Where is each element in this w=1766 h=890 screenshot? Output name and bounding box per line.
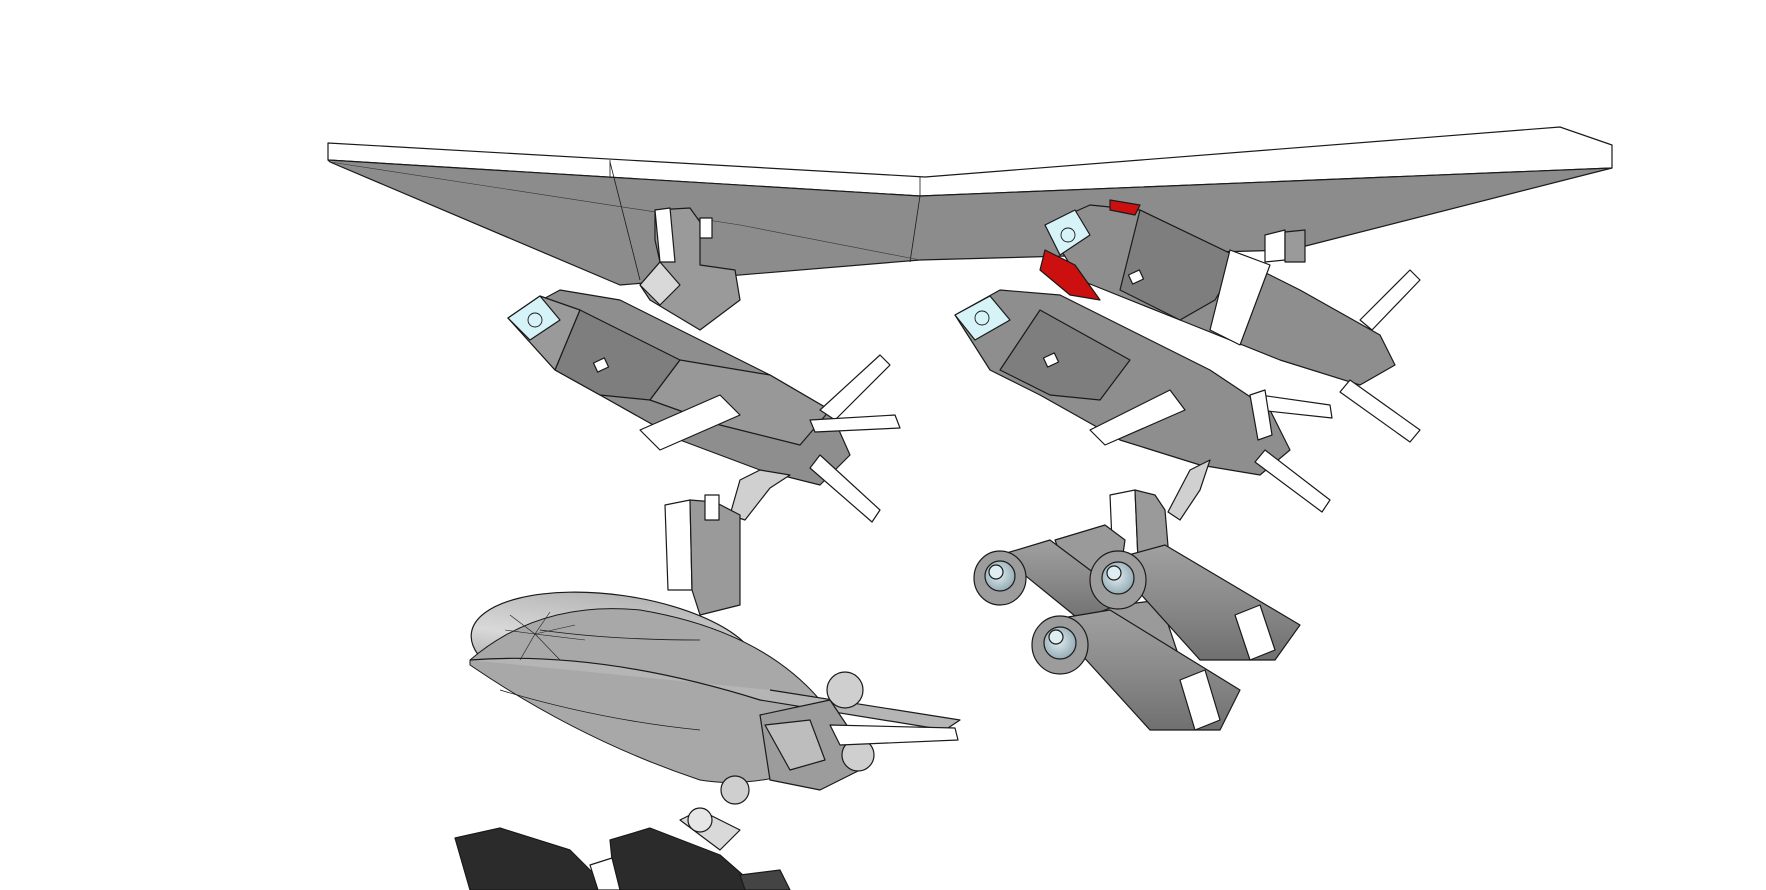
fuel-pod[interactable] bbox=[463, 575, 961, 805]
wing-section[interactable] bbox=[327, 126, 1613, 286]
lower-right-missile[interactable] bbox=[954, 289, 1333, 521]
bottom-black-pods[interactable] bbox=[454, 807, 791, 890]
right-pylon[interactable] bbox=[1264, 229, 1306, 263]
rocket-tube-3 bbox=[1031, 609, 1241, 731]
left-missile[interactable] bbox=[507, 289, 901, 523]
triple-rocket-rack[interactable] bbox=[973, 489, 1301, 731]
left-lower-pylon[interactable] bbox=[664, 494, 741, 616]
left-pylon[interactable] bbox=[639, 207, 741, 331]
upper-right-missile[interactable] bbox=[1039, 199, 1421, 443]
rocket-tube-2 bbox=[1089, 544, 1301, 661]
